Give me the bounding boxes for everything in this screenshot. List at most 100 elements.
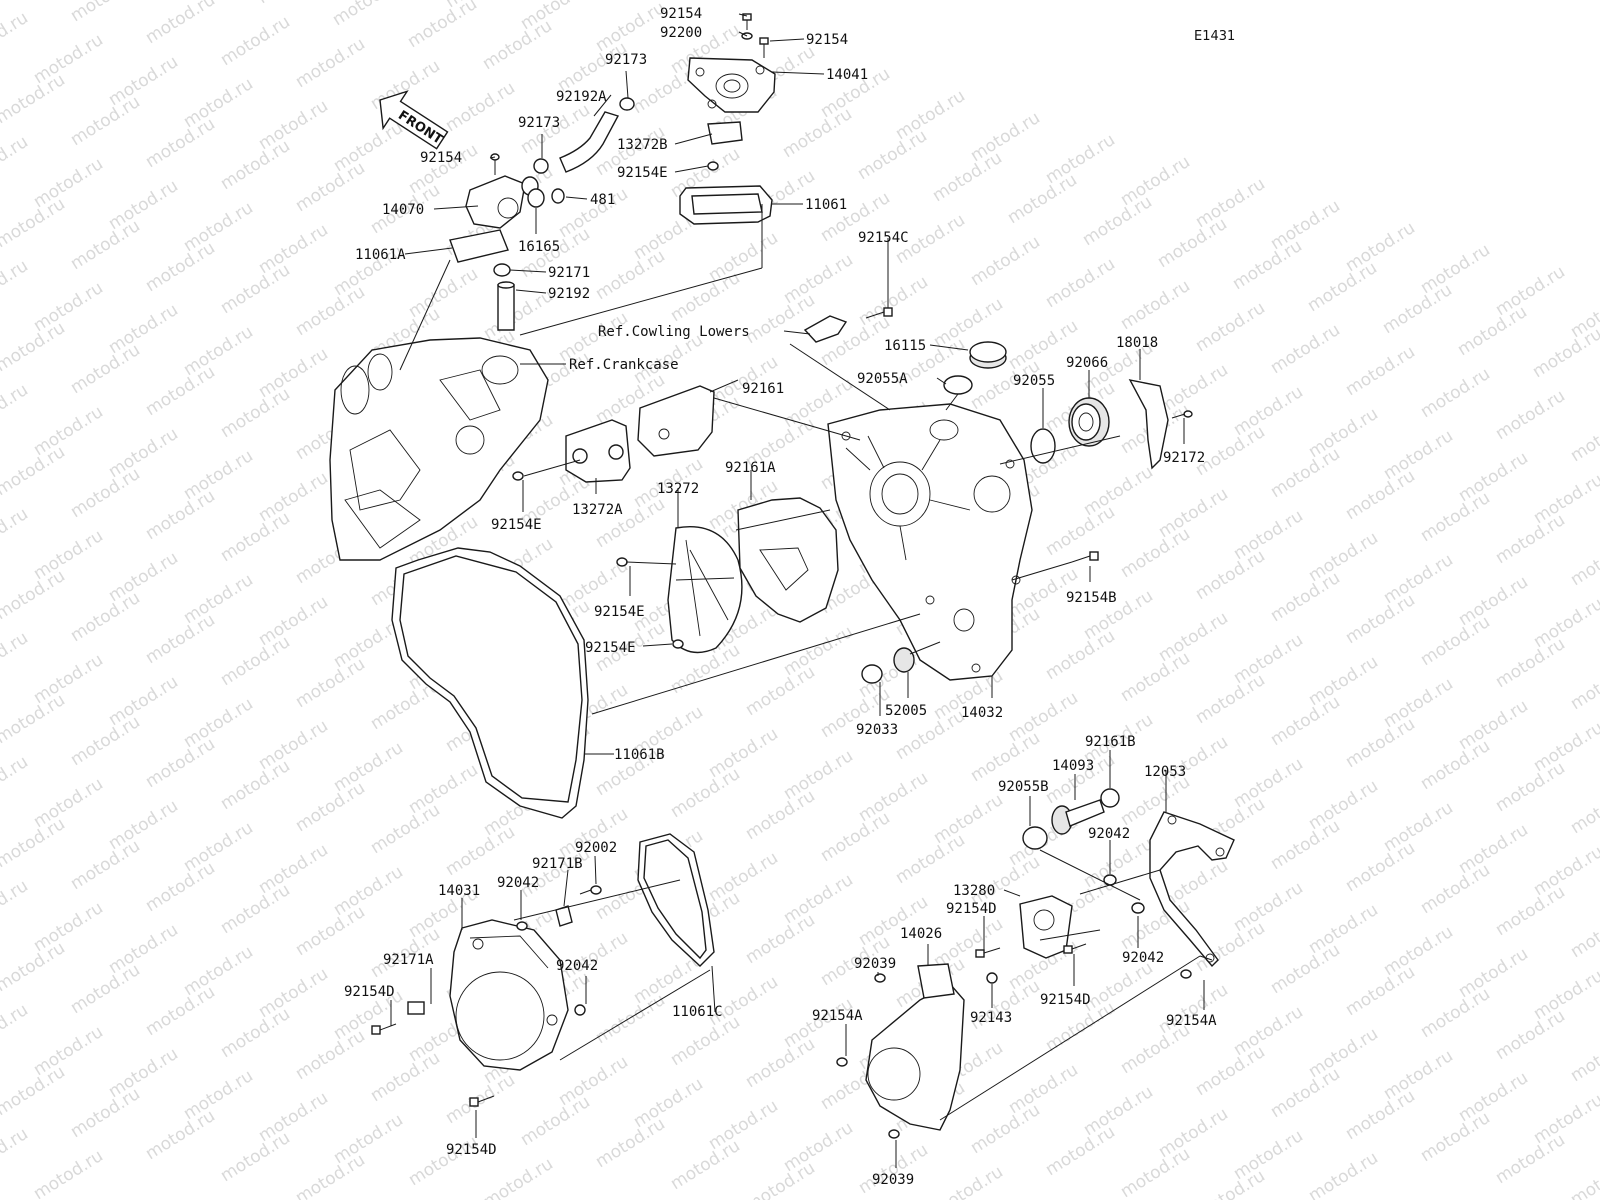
watermark-text: motod.ru	[667, 1012, 744, 1070]
watermark-text: motod.ru	[1417, 984, 1494, 1042]
label-14026: 14026	[900, 926, 942, 942]
gasket-11061-drawing	[679, 185, 773, 225]
clamp-icon	[493, 263, 511, 277]
watermark-text: motod.ru	[1192, 546, 1269, 604]
watermark-text: motod.ru	[479, 16, 556, 74]
watermark-text: motod.ru	[67, 1084, 144, 1142]
watermark-text: motod.ru	[1379, 280, 1456, 338]
watermark-text: motod.ru	[1304, 258, 1381, 316]
watermark-text: motod.ru	[1004, 170, 1081, 228]
label-12053: 12053	[1144, 764, 1186, 780]
watermark-text: motod.ru	[592, 990, 669, 1048]
watermark-text: motod.ru	[0, 752, 32, 810]
ref-crankcase: Ref.Crankcase	[569, 357, 679, 373]
label-11061A: 11061A	[355, 247, 406, 263]
clamp-icon	[533, 158, 549, 174]
label-92173: 92173	[518, 115, 560, 131]
guard-18018-drawing	[1128, 379, 1169, 470]
watermark-text: motod.ru	[1192, 1166, 1269, 1200]
label-92039: 92039	[854, 956, 896, 972]
label-16165: 16165	[518, 239, 560, 255]
watermark-text: motod.ru	[480, 1154, 557, 1200]
label-92042: 92042	[497, 875, 539, 891]
watermark-text: motod.ru	[1267, 320, 1344, 378]
label-16115: 16115	[884, 338, 926, 354]
label-92161B: 92161B	[1085, 734, 1136, 750]
clamp-icon	[619, 97, 635, 111]
label-14032: 14032	[961, 705, 1003, 721]
label-92161A: 92161A	[725, 460, 776, 476]
leader-lines	[390, 13, 1213, 1168]
diagram-code: E1431	[1194, 29, 1235, 44]
watermark-text: motod.ru	[292, 158, 369, 216]
watermark-text: motod.ru	[142, 734, 219, 792]
watermark-text: motod.ru	[30, 1146, 107, 1200]
label-92042: 92042	[1088, 826, 1130, 842]
part-number-labels: E1431 92154 92200 92154 14041 92173 9219…	[344, 6, 1235, 1188]
watermark-text: motod.ru	[1529, 324, 1600, 382]
o-ring-icon	[1030, 428, 1056, 464]
watermark-text: motod.ru	[1305, 1148, 1382, 1200]
watermark-text: motod.ru	[1117, 1144, 1194, 1200]
label-92192: 92192	[548, 286, 590, 302]
label-92154D: 92154D	[446, 1142, 497, 1158]
label-92154A: 92154A	[812, 1008, 863, 1024]
watermark-text: motod.ru	[1530, 842, 1600, 900]
watermark-text: motod.ru	[1492, 634, 1569, 692]
bolt-icon	[672, 639, 684, 649]
watermark-text: motod.ru	[442, 78, 519, 136]
watermark-text: motod.ru	[0, 8, 32, 66]
label-92172: 92172	[1163, 450, 1205, 466]
watermark-text: motod.ru	[292, 1026, 369, 1084]
watermark-text: motod.ru	[1267, 1064, 1344, 1122]
watermark-text: motod.ru	[967, 232, 1044, 290]
watermark-text: motod.ru	[367, 1048, 444, 1106]
watermark-text: motod.ru	[1267, 568, 1344, 626]
gear-52005-drawing	[893, 647, 915, 673]
watermark-text: motod.ru	[0, 1124, 32, 1182]
watermark-text: motod.ru	[1530, 966, 1600, 1024]
insulator-92161A-drawing	[737, 497, 839, 623]
watermark-text: motod.ru	[217, 1004, 294, 1062]
watermark-text: motod.ru	[742, 662, 819, 720]
label-13272: 13272	[657, 481, 699, 497]
watermark-text: motod.ru	[1567, 532, 1600, 590]
watermark-text: motod.ru	[1417, 736, 1494, 794]
label-11061: 11061	[805, 197, 847, 213]
watermark-text: motod.ru	[1492, 1130, 1569, 1188]
label-13272B: 13272B	[617, 137, 668, 153]
watermark-text: motod.ru	[142, 982, 219, 1040]
watermark-text: motod.ru	[1530, 718, 1600, 776]
watermark-text: motod.ru	[142, 610, 219, 668]
watermark-text: motod.ru	[1567, 656, 1600, 714]
watermark-text: motod.ru	[1267, 444, 1344, 502]
watermark-text: motod.ru	[930, 1162, 1007, 1200]
watermark-text: motod.ru	[142, 0, 219, 48]
watermark-text: motod.ru	[292, 902, 369, 960]
watermark-text: motod.ru	[1117, 648, 1194, 706]
hose-92192A-drawing	[559, 111, 620, 173]
clutch-cover-14032-drawing	[827, 403, 1033, 681]
label-11061C: 11061C	[672, 1004, 723, 1020]
label-92154A: 92154A	[1166, 1013, 1217, 1029]
watermark-text: motod.ru	[67, 340, 144, 398]
label-14041: 14041	[826, 67, 868, 83]
watermark-text: motod.ru	[142, 238, 219, 296]
label-92055: 92055	[1013, 373, 1055, 389]
label-92154D: 92154D	[1040, 992, 1091, 1008]
label-92154E: 92154E	[585, 640, 636, 656]
watermark-text: motod.ru	[1567, 408, 1600, 466]
label-92039: 92039	[872, 1172, 914, 1188]
watermark-text: motod.ru	[1492, 758, 1569, 816]
pad-92161-drawing	[637, 385, 715, 457]
watermark-text: motod.ru	[779, 104, 856, 162]
watermark-text: motod.ru	[1530, 594, 1600, 652]
watermark-text: motod.ru	[967, 1100, 1044, 1158]
label-13272A: 13272A	[572, 502, 623, 518]
label-92171B: 92171B	[532, 856, 583, 872]
dowel-pin-icon	[1131, 902, 1145, 914]
watermark-text: motod.ru	[1192, 298, 1269, 356]
watermark-text: motod.ru	[0, 876, 32, 934]
watermark-text: motod.ru	[1454, 302, 1531, 360]
watermark-text: motod.ru	[1567, 1028, 1600, 1086]
